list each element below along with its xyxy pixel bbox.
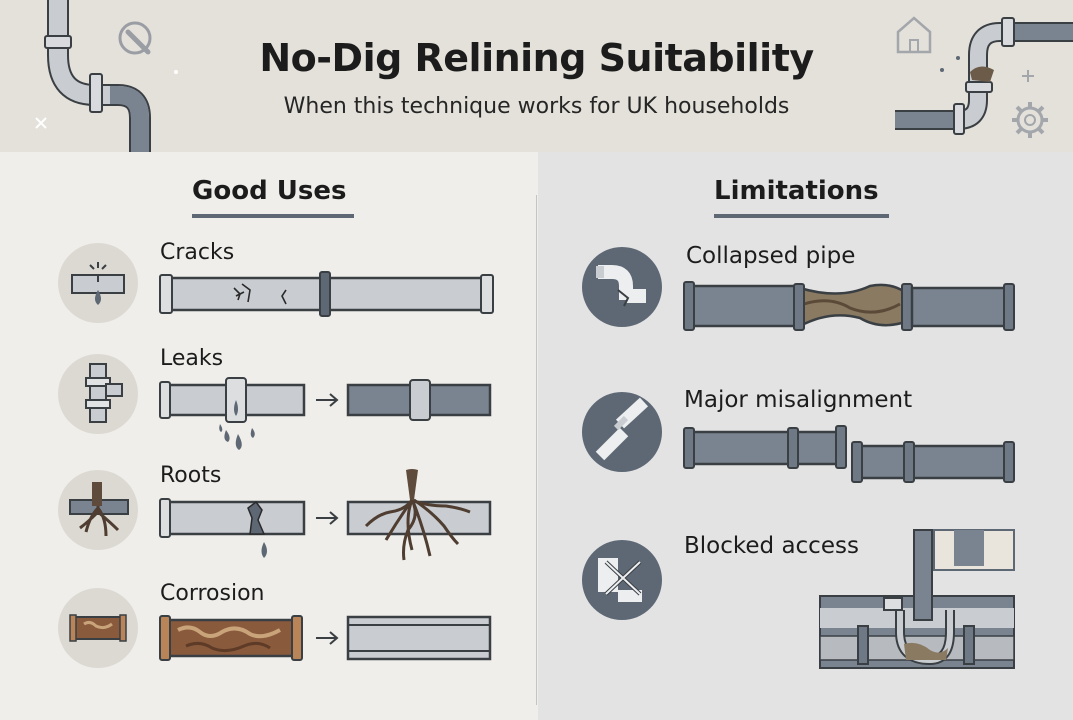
root-damaged-pipe-graphic (159, 498, 306, 558)
good-use-label-cracks: Cracks (160, 240, 235, 265)
good-use-label-roots: Roots (160, 463, 222, 488)
header-left-pipe-icon (44, 0, 151, 152)
limitation-label-collapsed: Collapsed pipe (686, 243, 856, 269)
page-subtitle: When this technique works for UK househo… (283, 94, 790, 119)
gear-icon (1012, 102, 1048, 138)
good-use-label-leaks: Leaks (160, 346, 224, 371)
smooth-pipe-graphic (346, 615, 492, 661)
corroded-pipe-graphic (159, 615, 303, 661)
arrow-icon (316, 631, 339, 645)
sparkle-icon (35, 70, 178, 129)
plus-icon (940, 56, 1034, 82)
good-uses-heading: Good Uses (192, 176, 347, 206)
arrow-icon (316, 393, 339, 407)
relined-pipe-graphic (346, 379, 492, 421)
root-intrusion-icon (69, 482, 129, 537)
root-pipe-graphic (346, 469, 492, 561)
leaking-pipe-graphic (159, 377, 306, 450)
cracked-pipe-graphic (159, 271, 494, 317)
corroded-pipe-icon (69, 614, 127, 642)
crack-drip-icon (71, 262, 125, 305)
collapsed-pipe-graphic (683, 281, 1015, 331)
blocked-x-icon (598, 558, 642, 602)
broken-elbow-icon (596, 265, 646, 307)
wrench-icon (118, 21, 152, 55)
house-icon (896, 16, 932, 54)
good-use-label-corrosion: Corrosion (160, 581, 265, 606)
page-title: No-Dig Relining Suitability (259, 36, 814, 80)
offset-pipe-icon (595, 397, 649, 461)
good-uses-underline (192, 214, 354, 218)
limitation-label-misalignment: Major misalignment (684, 387, 913, 413)
arrow-icon (316, 511, 339, 525)
leaking-fitting-icon (85, 363, 123, 423)
panel-divider (536, 195, 537, 705)
header-banner (0, 0, 1073, 152)
limitation-label-blocked: Blocked access (684, 533, 859, 559)
blocked-access-graphic (819, 529, 1015, 669)
misaligned-pipe-graphic (683, 425, 1015, 483)
limitations-heading: Limitations (714, 176, 879, 206)
header-right-pipe-icon (895, 17, 1073, 135)
limitations-underline (714, 214, 889, 218)
